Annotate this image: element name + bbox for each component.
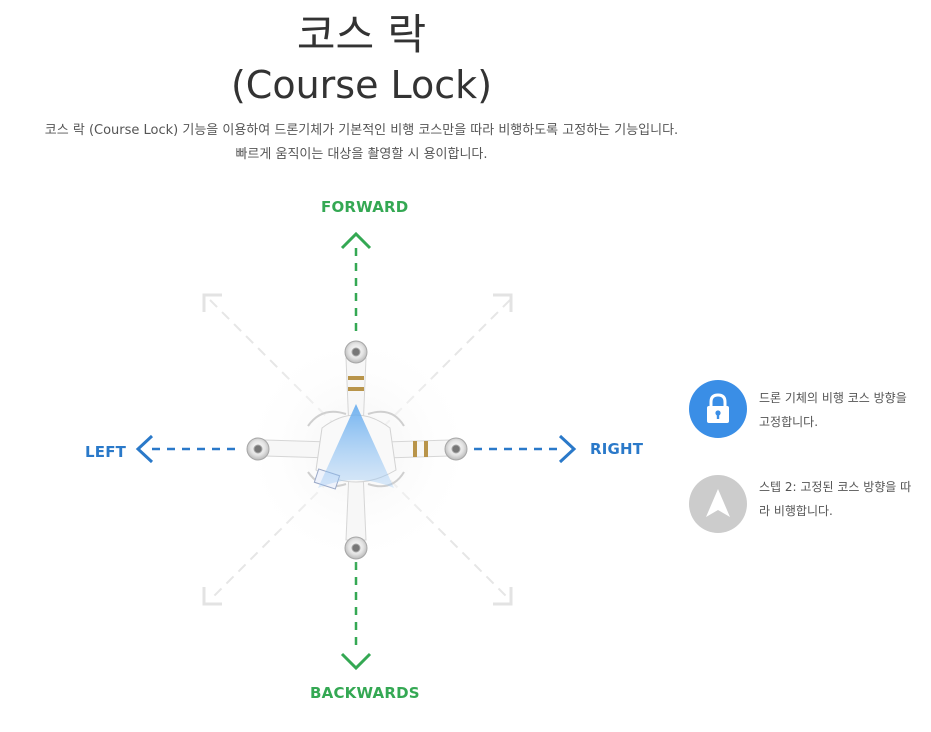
forward-label: FORWARD <box>321 198 409 216</box>
camera-view-cone <box>318 404 394 488</box>
right-arrowhead <box>558 434 577 464</box>
drone-illustration <box>238 330 478 570</box>
backwards-label: BACKWARDS <box>310 684 420 702</box>
title-english: (Course Lock) <box>230 63 493 107</box>
navigation-arrow-icon <box>689 475 747 533</box>
page-title: 코스 락 (Course Lock) <box>0 8 723 108</box>
lock-icon <box>689 380 747 438</box>
legend: 드론 기체의 비행 코스 방향을 고정합니다. 스텝 2: 고정된 코스 방향을… <box>689 380 919 556</box>
legend-item-direction: 스텝 2: 고정된 코스 방향을 따라 비행합니다. <box>689 468 919 533</box>
course-lock-diagram: FORWARD BACKWARDS LEFT RIGHT <box>60 190 660 710</box>
description-line-1: 코스 락 (Course Lock) 기능을 이용하여 드론기체가 기본적인 비… <box>44 123 679 138</box>
corner-brackets <box>202 293 513 606</box>
legend-text-direction: 스텝 2: 고정된 코스 방향을 따라 비행합니다. <box>759 480 912 518</box>
legend-text-lock: 드론 기체의 비행 코스 방향을 고정합니다. <box>759 391 907 429</box>
forward-arrowhead <box>340 231 372 250</box>
feature-description: 코스 락 (Course Lock) 기능을 이용하여 드론기체가 기본적인 비… <box>0 119 723 167</box>
legend-item-lock: 드론 기체의 비행 코스 방향을 고정합니다. <box>689 380 919 440</box>
left-label: LEFT <box>85 443 127 461</box>
title-korean: 코스 락 <box>296 10 427 59</box>
right-label: RIGHT <box>590 440 644 458</box>
diagram-graphic <box>135 231 577 671</box>
description-line-2: 빠르게 움직이는 대상을 촬영할 시 용이합니다. <box>235 147 488 162</box>
left-arrowhead <box>135 434 154 464</box>
backward-arrowhead <box>340 652 372 671</box>
